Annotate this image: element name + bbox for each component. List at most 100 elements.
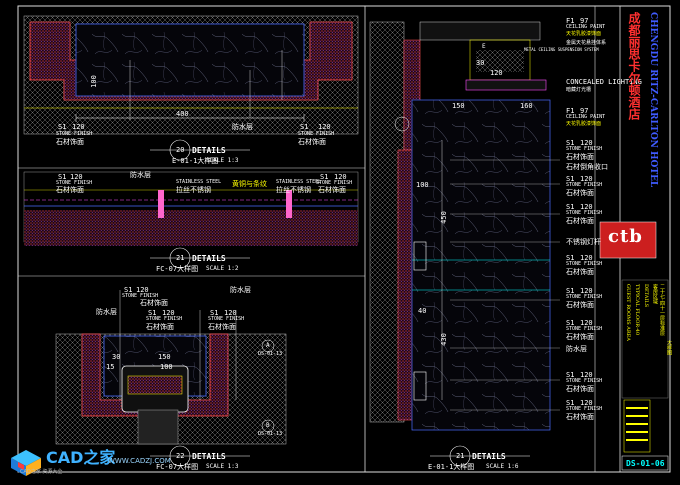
ref-a: DS-01-13	[258, 351, 283, 357]
s1-tag-3: S1	[58, 173, 67, 181]
stone-cn-r2: 石材饰面	[566, 189, 594, 197]
stone-cn-r6: 石材饰面	[566, 333, 594, 341]
dim-120-r1: 120	[490, 69, 503, 77]
detail-22-title: DETAILS	[192, 452, 226, 461]
s1-r7-num: 120	[580, 371, 593, 379]
stone-finish-6: STONE FINISH	[146, 316, 183, 322]
s1-tag-2: S1	[300, 123, 309, 131]
stone-finish-r2: STONE FINISH	[566, 182, 603, 188]
waterproof-label-3: 防水层	[230, 286, 251, 294]
dim-100-b: 100	[160, 363, 173, 371]
s1-tag-4: S1	[320, 173, 329, 181]
stone-edge-cn: 石材倒角收口	[566, 163, 608, 171]
waterproof-label-4: 防水层	[96, 308, 117, 316]
info-cn-1: 客房区域	[652, 284, 658, 304]
metal-susp: METAL CEILING SUSPENSION SYSTEM	[524, 47, 599, 52]
s1-num-6: 120	[162, 309, 175, 317]
metal-cn: 金属天花悬挂体系	[566, 40, 607, 46]
s1-r2: S1	[566, 175, 575, 183]
stone-cn-r4: 石材饰面	[566, 268, 594, 276]
cadzj-watermark: CAD之家 WWW.CADZJ.COM CAD之家 资源大全	[8, 448, 198, 478]
sheet-number: DS-01-06	[626, 459, 665, 468]
l1-concealed: CONCEALED LIGHTING	[566, 78, 642, 86]
dim-150-r: 150	[452, 102, 465, 110]
info-cn-2: 二十七-四十一层标准层	[659, 284, 665, 336]
stone-finish-r1: STONE FINISH	[566, 146, 603, 152]
stone-finish-r6: STONE FINISH	[566, 326, 603, 332]
f1-num-1: 97	[580, 17, 589, 25]
stone-cn-r3: 石材饰面	[566, 217, 594, 225]
s1-r8: S1	[566, 399, 575, 407]
info-line-3: DETAILS	[643, 284, 649, 308]
f1-tag-2: F1	[566, 107, 575, 115]
ceiling-cn-2: 天花乳胶漆饰面	[566, 121, 602, 127]
stone-finish-4: STONE FINISH	[316, 180, 353, 186]
stone-cn-4: 石材饰面	[318, 186, 346, 194]
concealed-cn: 暗藏灯光槽	[566, 87, 592, 93]
brand-sub: CAD之家 资源大全	[20, 469, 63, 475]
stone-cn-5: 石材饰面	[140, 299, 168, 307]
ref-b: DS-01-13	[258, 431, 283, 437]
brand-name: CAD之家	[46, 448, 116, 467]
detail-21-scale: SCALE 1:2	[206, 265, 239, 272]
dim-100: 100	[89, 75, 98, 88]
waterproof-label-1: 防水层	[232, 123, 253, 131]
dim-150: 150	[158, 353, 171, 361]
detail-21-title: DETAILS	[192, 254, 226, 263]
s1-r5-num: 120	[580, 287, 593, 295]
stone-cn-1: 石材饰面	[56, 138, 84, 146]
detail-21r-title: DETAILS	[472, 452, 506, 461]
s1-r8-num: 120	[580, 399, 593, 407]
info-cn-3: 大样图	[666, 340, 672, 355]
stone-finish-r8: STONE FINISH	[566, 406, 603, 412]
dim-15: 15	[106, 363, 115, 371]
steel-cn: 不锈钢灯杆	[566, 238, 601, 246]
dim-160-r: 160	[520, 102, 533, 110]
stone-finish-1: STONE FINISH	[56, 131, 93, 137]
stainless-cn-1: 拉丝不锈钢	[176, 186, 211, 194]
dim-450: 450	[439, 211, 448, 224]
marker-b: B	[266, 422, 270, 429]
s1-num-4: 120	[334, 173, 347, 181]
detail-20-title: DETAILS	[192, 146, 226, 155]
ceiling-paint-2: CEILING PAINT	[566, 114, 606, 120]
detail-20-scale: SCALE 1:3	[206, 157, 239, 164]
cadzj-logo-icon	[11, 450, 41, 476]
s1-r5: S1	[566, 287, 575, 295]
stone-cn-r5: 石材饰面	[566, 301, 594, 309]
stone-finish-r3: STONE FINISH	[566, 210, 603, 216]
stone-cn-3: 石材饰面	[56, 186, 84, 194]
stainless-cn-2: 拉丝不锈钢	[276, 186, 311, 194]
s1-num-3: 120	[70, 173, 83, 181]
s1-r4: S1	[566, 254, 575, 262]
ref-e: E	[482, 43, 486, 50]
dim-100-r: 100	[416, 181, 429, 189]
dim-40: 40	[418, 307, 427, 315]
dim-30: 30	[112, 353, 121, 361]
waterproof-r: 防水层	[566, 345, 587, 353]
s1-r3-num: 120	[580, 203, 593, 211]
s1-num-1: 120	[72, 123, 85, 131]
s1-r2-num: 120	[580, 175, 593, 183]
ceiling-paint-1: CEILING PAINT	[566, 24, 606, 30]
brand-url: WWW.CADZJ.COM	[108, 457, 171, 465]
info-line-1: GUEST ROOMS AREA	[625, 284, 631, 341]
s1-tag-7: S1	[210, 309, 219, 317]
stone-cn-2: 石材饰面	[298, 138, 326, 146]
stone-finish-5: STONE FINISH	[122, 293, 159, 299]
s1-num-2: 120	[318, 123, 331, 131]
s1-num-5: 120	[136, 286, 149, 294]
s1-r1: S1	[566, 139, 575, 147]
s1-r3: S1	[566, 203, 575, 211]
detail-21r-no: 21	[456, 452, 465, 460]
s1-r6-num: 120	[580, 319, 593, 327]
stainless-2: STAINLESS STEEL	[276, 179, 322, 185]
s1-r1-num: 120	[580, 139, 593, 147]
ctb-logo: ctb	[608, 226, 643, 247]
dim-30-r: 30	[476, 59, 485, 67]
stone-finish-2: STONE FINISH	[298, 131, 335, 137]
s1-tag-1: S1	[58, 123, 67, 131]
s1-r7: S1	[566, 371, 575, 379]
